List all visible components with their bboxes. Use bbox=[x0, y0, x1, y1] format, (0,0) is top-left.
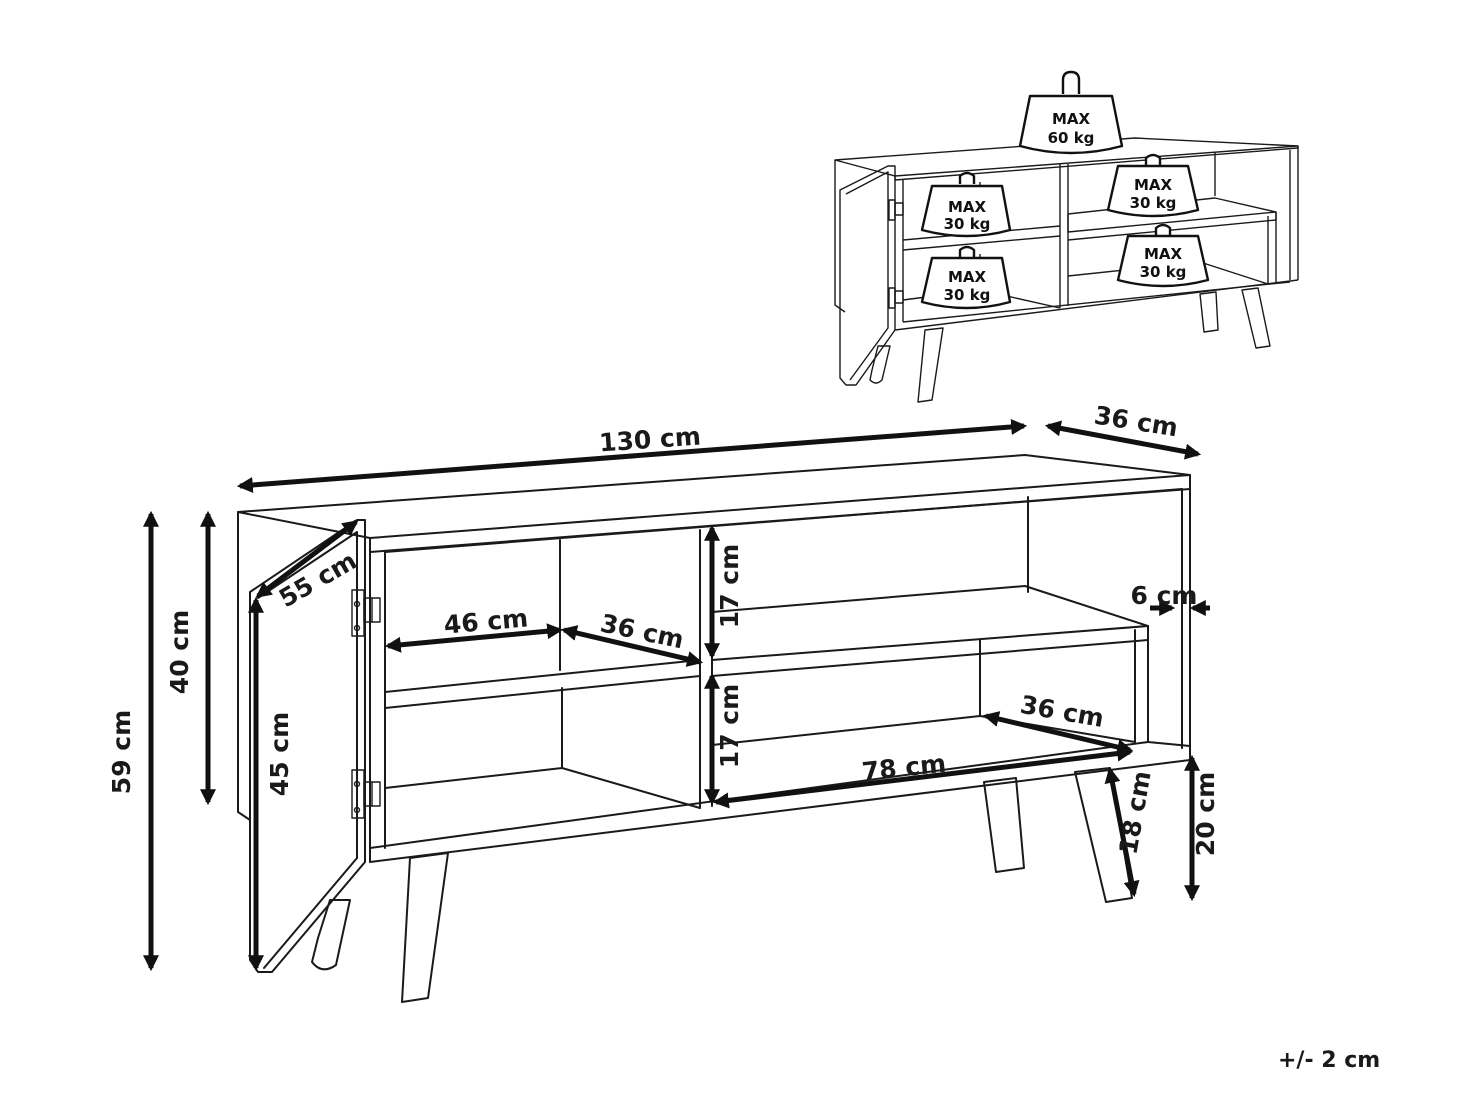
svg-text:MAX: MAX bbox=[1134, 176, 1173, 194]
label-17-upper: 17 cm bbox=[715, 544, 744, 628]
label-20: 20 cm bbox=[1191, 772, 1220, 856]
svg-text:30 kg: 30 kg bbox=[944, 215, 991, 233]
svg-text:30 kg: 30 kg bbox=[1140, 263, 1187, 281]
svg-text:30 kg: 30 kg bbox=[944, 286, 991, 304]
label-6: 6 cm bbox=[1131, 581, 1198, 610]
load-capacity-diagram: MAX 60 kg MAX 30 kg MAX 30 kg MAX 30 kg … bbox=[834, 70, 1299, 403]
weight-upper-left-icon: MAX 30 kg bbox=[920, 171, 1012, 238]
dim-36-inner-arrow bbox=[560, 625, 704, 667]
label-18: 18 cm bbox=[1113, 769, 1156, 857]
dim-78-arrow bbox=[712, 745, 1134, 809]
dim-55-arrow bbox=[255, 520, 359, 598]
svg-text:MAX: MAX bbox=[948, 198, 987, 216]
svg-text:MAX: MAX bbox=[1052, 110, 1091, 128]
dimension-labels: 130 cm 36 cm 59 cm 40 cm 45 cm 55 cm 46 … bbox=[107, 401, 1220, 857]
leg-front-left bbox=[401, 852, 449, 1003]
dim-46-arrow bbox=[384, 623, 564, 653]
dim-18-arrow bbox=[1104, 766, 1140, 898]
dim-36-shelf-arrow bbox=[982, 711, 1134, 755]
weight-top-icon: MAX 60 kg bbox=[1018, 70, 1124, 155]
label-130: 130 cm bbox=[598, 421, 702, 457]
svg-text:MAX: MAX bbox=[1144, 245, 1183, 263]
weight-lower-right-icon: MAX 30 kg bbox=[1116, 223, 1210, 288]
tolerance-note: +/- 2 cm bbox=[1278, 1048, 1381, 1073]
hinge-lower-icon bbox=[351, 769, 381, 819]
svg-text:30 kg: 30 kg bbox=[1130, 194, 1177, 212]
label-55: 55 cm bbox=[274, 546, 362, 613]
leg-back-right bbox=[983, 777, 1025, 873]
dim-36-depth-arrow bbox=[1044, 420, 1202, 460]
dimension-arrows bbox=[142, 419, 1210, 972]
label-40: 40 cm bbox=[165, 610, 194, 694]
leg-back-left bbox=[311, 899, 351, 971]
label-78: 78 cm bbox=[860, 749, 947, 787]
label-59: 59 cm bbox=[107, 710, 136, 794]
dim-130-arrow bbox=[236, 419, 1028, 493]
label-45: 45 cm bbox=[265, 712, 294, 796]
weight-upper-right-icon: MAX 30 kg bbox=[1106, 153, 1200, 218]
svg-text:MAX: MAX bbox=[948, 268, 987, 286]
svg-text:60 kg: 60 kg bbox=[1048, 129, 1095, 147]
label-17-lower: 17 cm bbox=[715, 684, 744, 768]
weight-lower-left-icon: MAX 30 kg bbox=[920, 245, 1012, 310]
